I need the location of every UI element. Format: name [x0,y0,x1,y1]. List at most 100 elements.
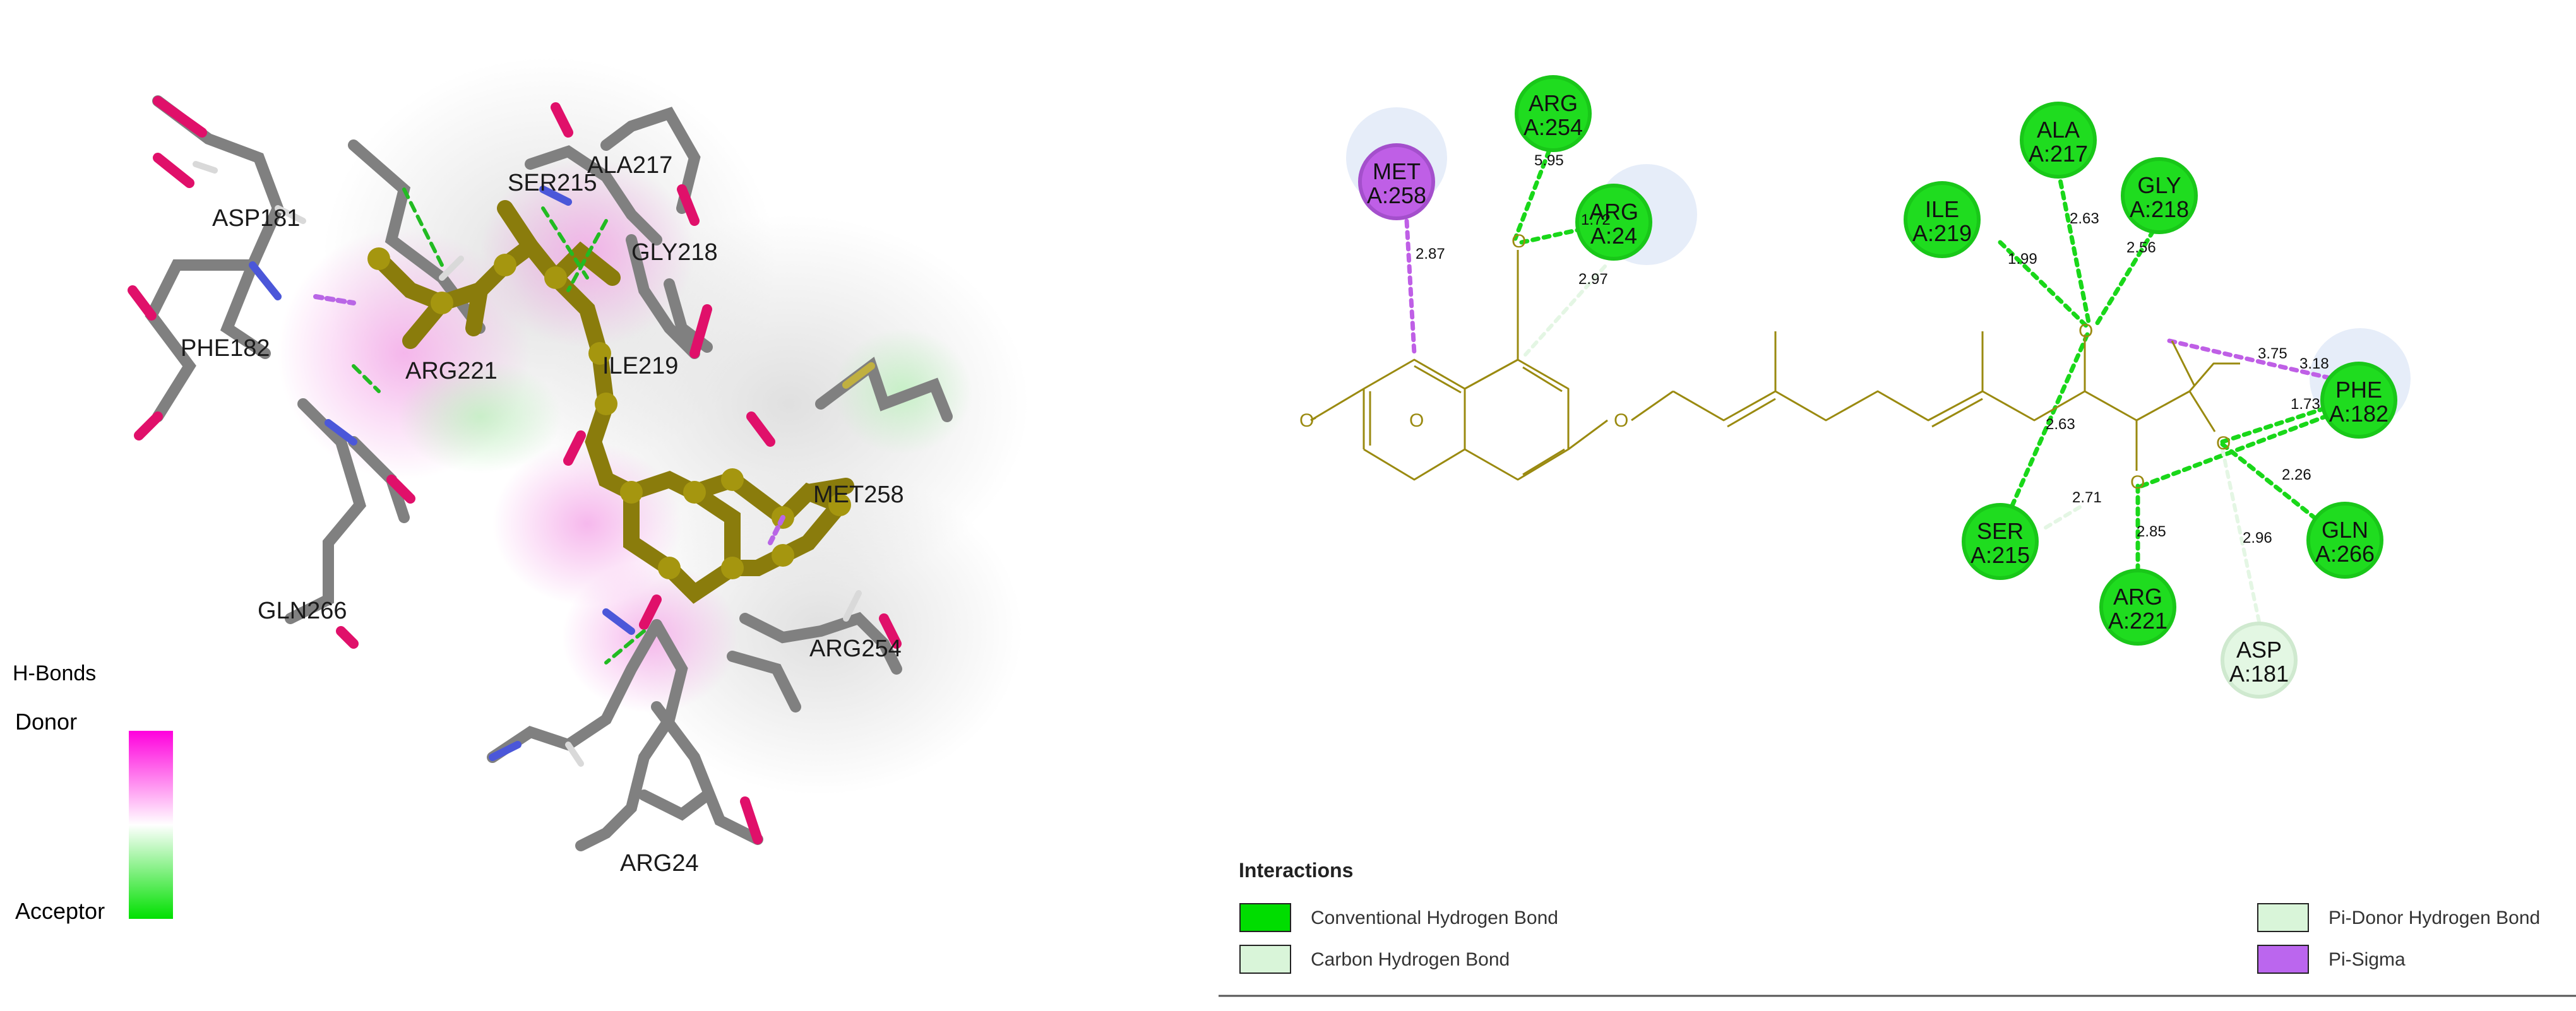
residue-line1: PHE [2335,377,2382,403]
distance-label: 2.26 [2282,466,2311,483]
distance-label: 2.71 [2072,489,2102,506]
receptor-surface [278,57,1029,795]
residue-circle [1904,181,1981,258]
residue-discs: META:258ARGA:254ARGA:24ALAA:217GLYA:218I… [1358,75,2397,699]
label-conventional: Conventional Hydrogen Bond [1311,908,1558,928]
residue-label-phe182: PHE182 [181,335,270,362]
residue-circle [2099,569,2176,646]
residue-line1: MET [1373,158,1421,184]
distance-label: 2.97 [1578,271,1608,288]
legend-donor-label: Donor [15,709,77,735]
residue-label-ala217: ALA217 [587,152,672,179]
residue-line2: A:221 [2108,608,2168,634]
atom-o-hydroxyl: O [1512,231,1526,252]
legend-acceptor-label: Acceptor [15,898,105,924]
distance-label: 3.75 [2258,345,2287,362]
residue-line2: A:254 [1524,114,1583,140]
residue-line2: A:258 [1367,182,1426,208]
atom-o-lower: O [2130,472,2145,493]
distance-label: 1.72 [1581,211,1611,228]
distance-label: 2.63 [2046,416,2075,433]
distance-label: 2.85 [2137,523,2166,540]
residue-line1: GLY [2137,172,2181,198]
interactions-legend: Interactions Conventional Hydrogen Bond … [1219,859,2576,997]
residue-label-met258: MET258 [813,482,904,508]
residue-label-asp181: ASP181 [212,205,300,232]
distance-label: 5.95 [1534,152,1564,169]
residue-line1: ARG [1529,90,1578,116]
residue-line1: ARG [2113,584,2162,610]
residue-label-ile219: ILE219 [602,353,678,379]
label-pidonor: Pi-Donor Hydrogen Bond [2329,908,2540,928]
atom-o-ether: O [1614,410,1628,431]
residue-label-arg221: ARG221 [405,358,498,384]
residue-line2: A:219 [1912,220,1972,246]
residue-sticks [128,95,953,851]
distance-label: 1.99 [2008,251,2037,268]
distance-label: 2.56 [2126,239,2156,256]
hbond-legend: H-Bonds Donor Acceptor [13,661,173,924]
swatch-pisigma [2257,945,2309,974]
residue-line1: ALA [2037,117,2080,143]
residue-line2: A:266 [2315,541,2375,567]
residue-circle [2221,622,2298,699]
swatch-conventional [1239,903,1291,932]
atom-o-right: O [2216,433,2231,454]
residue-label-gln266: GLN266 [258,598,347,624]
residue-line2: A:217 [2029,141,2088,167]
residue-circle [2320,362,2397,439]
residue-line2: A:218 [2130,196,2189,222]
residue-circle [2121,157,2198,234]
distance-label: 3.18 [2299,355,2329,372]
residue-circle [2020,102,2097,179]
residue-line1: GLN [2322,517,2368,543]
residue-circle [1515,75,1592,152]
residue-halos [1346,107,2411,429]
swatch-carbon [1239,945,1291,974]
residue-line2: A:215 [1971,542,2030,568]
atom-o-hub: O [2078,321,2093,341]
atom-o-carbonyl: O [1299,410,1314,431]
ligand-2d [1310,250,2240,481]
residue-circle [2306,502,2383,579]
residue-circle [1962,503,2039,580]
interactions-title: Interactions [1239,859,1353,882]
ligand-3d [313,187,854,665]
residue-line1: ASP [2236,637,2282,663]
residue-circle [1358,143,1435,220]
interaction-2d-diagram: O O O O O O O META:258ARGA:254ARGA:24ALA… [1219,75,2576,997]
residue-label-gly218: GLY218 [631,239,718,266]
residue-line1: ILE [1925,196,1959,222]
interaction-lines [1404,138,2361,624]
residue-label-ser215: SER215 [508,170,597,196]
residue-label-arg254: ARG254 [809,636,902,662]
distance-labels: 2.875.951.722.971.992.632.563.753.181.73… [1416,152,2329,547]
residue-line2: A:182 [2329,401,2388,427]
label-carbon: Carbon Hydrogen Bond [1311,949,1510,970]
atom-o-ring: O [1409,410,1424,431]
distance-label: 2.63 [2070,210,2099,227]
swatch-pidonor [2257,903,2309,932]
legend-gradient-bar [129,731,173,919]
distance-label: 2.96 [2243,529,2272,547]
residue-line1: ARG [1589,199,1638,225]
legend-title: H-Bonds [13,661,96,685]
atom-labels: O O O O O O O [1299,231,2231,493]
residue-line2: A:181 [2229,661,2289,687]
residue-circle [1575,184,1652,261]
distance-label: 2.87 [1416,245,1445,263]
residue-line2: A:24 [1590,223,1637,249]
residue-line1: SER [1977,518,2024,544]
